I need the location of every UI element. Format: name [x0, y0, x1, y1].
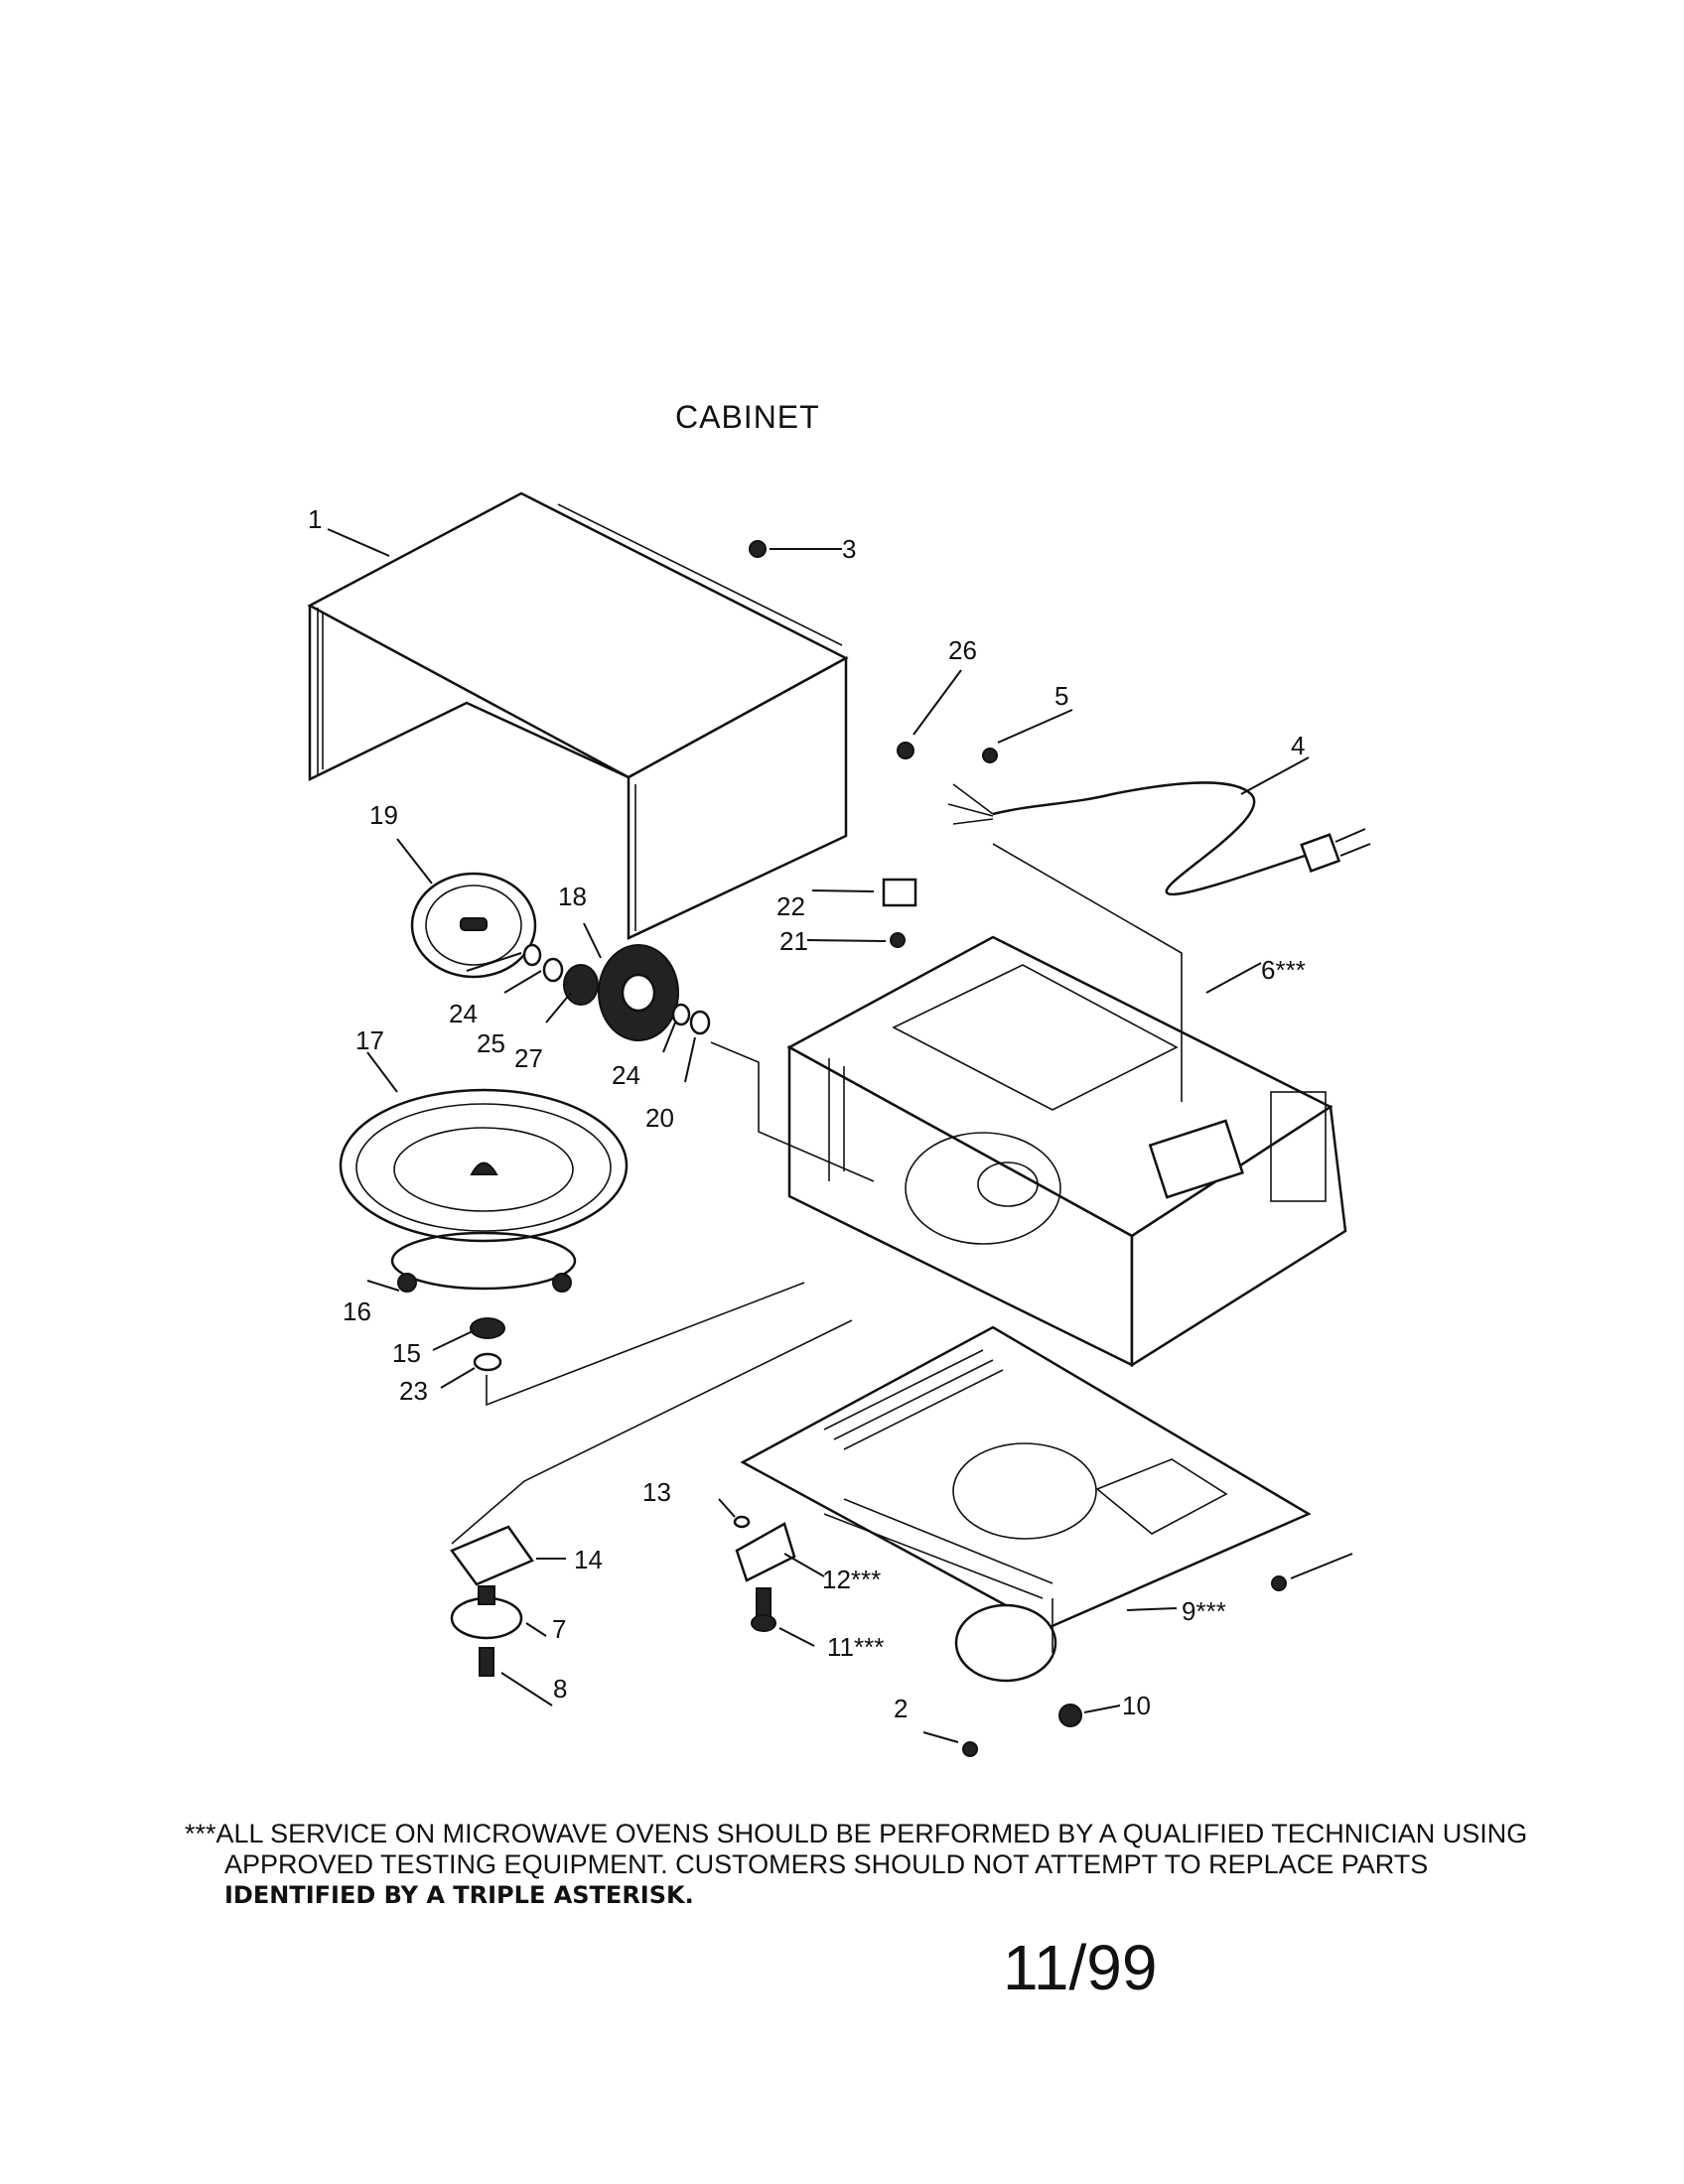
label-part-21: 21: [779, 926, 808, 956]
label-part-14: 14: [574, 1545, 603, 1574]
screw-part-5: [982, 748, 998, 763]
motor-shaft: [478, 1585, 495, 1605]
label-part-1: 1: [308, 504, 322, 534]
washer-part-25: [542, 957, 564, 983]
label-part-10: 10: [1122, 1691, 1151, 1720]
label-part-12: 12***: [822, 1565, 881, 1594]
label-part-7: 7: [552, 1614, 566, 1644]
label-part-27: 27: [514, 1043, 543, 1073]
bracket-part-12: [735, 1522, 796, 1582]
label-part-23: 23: [399, 1376, 428, 1406]
diagram-title: CABINET: [675, 399, 820, 435]
note-line-1: ***ALL SERVICE ON MICROWAVE OVENS SHOULD…: [185, 1819, 1528, 1848]
label-part-5: 5: [1054, 681, 1068, 711]
foot-part-10: [1058, 1704, 1082, 1727]
label-part-16: 16: [343, 1297, 371, 1326]
label-part-8: 8: [553, 1674, 567, 1704]
label-part-6: 6***: [1261, 955, 1306, 985]
assembly-lines: [451, 843, 1183, 1653]
label-part-26: 26: [948, 635, 977, 665]
revision-date: 11/99: [1003, 1932, 1158, 2003]
service-warning-note: ***ALL SERVICE ON MICROWAVE OVENS SHOULD…: [185, 1819, 1595, 1911]
screw-part-26: [897, 742, 914, 759]
screw-part-8: [479, 1647, 494, 1677]
bracket-part-22: [882, 878, 917, 907]
label-part-24b: 24: [612, 1060, 640, 1090]
stirrer-cover-part: [410, 872, 537, 979]
label-part-11: 11***: [827, 1632, 884, 1662]
washer-part-20: [689, 1010, 711, 1035]
screw-part-11: [756, 1587, 772, 1617]
label-part-22: 22: [776, 891, 805, 921]
label-part-15: 15: [392, 1338, 421, 1368]
leader-lines: [327, 528, 1353, 1743]
note-line-2: APPROVED TESTING EQUIPMENT. CUSTOMERS SH…: [224, 1849, 1429, 1879]
label-part-17: 17: [355, 1025, 384, 1055]
label-part-2: 2: [894, 1694, 908, 1723]
label-part-19: 19: [369, 800, 398, 830]
label-part-20: 20: [645, 1103, 674, 1133]
label-part-4: 4: [1291, 731, 1305, 760]
turntable-tray-part: [339, 1088, 629, 1243]
label-part-3: 3: [842, 534, 856, 564]
label-part-18: 18: [558, 882, 587, 911]
oven-cavity-part: [786, 935, 1347, 1368]
base-plate-part: [740, 1325, 1312, 1630]
outer-case-part: [307, 491, 849, 940]
screw-part-3: [749, 540, 767, 558]
washer-part-24a: [522, 943, 542, 967]
washer-part-24b: [671, 1003, 691, 1026]
vent-cover-part: [954, 1603, 1057, 1683]
screw-part-2: [962, 1741, 978, 1757]
power-cord-part: [947, 781, 1371, 896]
label-part-13: 13: [642, 1477, 671, 1507]
screw-head-part-11: [751, 1614, 776, 1632]
washer-part-27: [563, 964, 599, 1006]
screw-base-right: [1271, 1575, 1287, 1591]
label-part-25: 25: [477, 1028, 505, 1058]
note-line-3: IDENTIFIED BY A TRIPLE ASTERISK.: [224, 1881, 694, 1909]
washer-part-23: [473, 1352, 502, 1372]
screw-part-21: [890, 932, 906, 948]
coupler-part-15: [470, 1317, 505, 1339]
motor-bracket-part-14: [450, 1525, 534, 1586]
washer-part-13: [733, 1515, 751, 1529]
stirrer-fan-part: [598, 944, 679, 1041]
label-part-9: 9***: [1182, 1596, 1226, 1626]
label-part-24a: 24: [449, 999, 478, 1028]
roller-ring-part: [390, 1231, 577, 1293]
